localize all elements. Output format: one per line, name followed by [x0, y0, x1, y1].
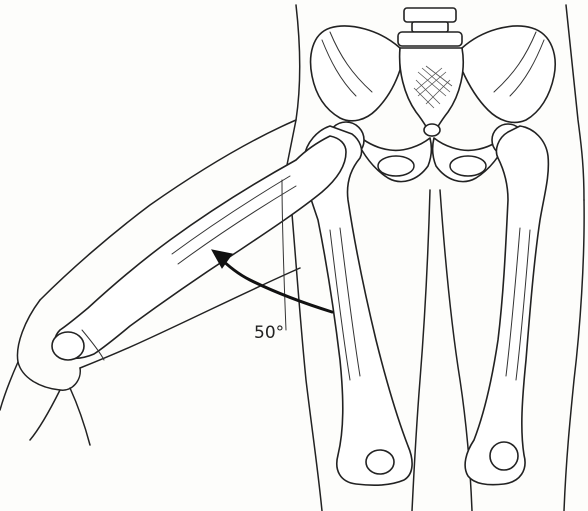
lumbar-vertebra — [398, 8, 462, 46]
sacrum — [400, 48, 464, 136]
standing-femur-right — [465, 124, 548, 485]
left-iliac-wing — [311, 26, 400, 121]
left-leg-outline-outer — [290, 190, 322, 511]
right-leg-outline-outer — [564, 200, 584, 511]
trunk-outline-right — [566, 5, 584, 200]
angle-label: 50° — [254, 323, 284, 343]
abduction-angle-arrow — [218, 256, 332, 312]
right-iliac-wing — [462, 26, 555, 122]
left-leg-outline-inner — [412, 190, 430, 511]
lower-leg-outline — [0, 362, 90, 445]
coccyx — [424, 124, 440, 136]
